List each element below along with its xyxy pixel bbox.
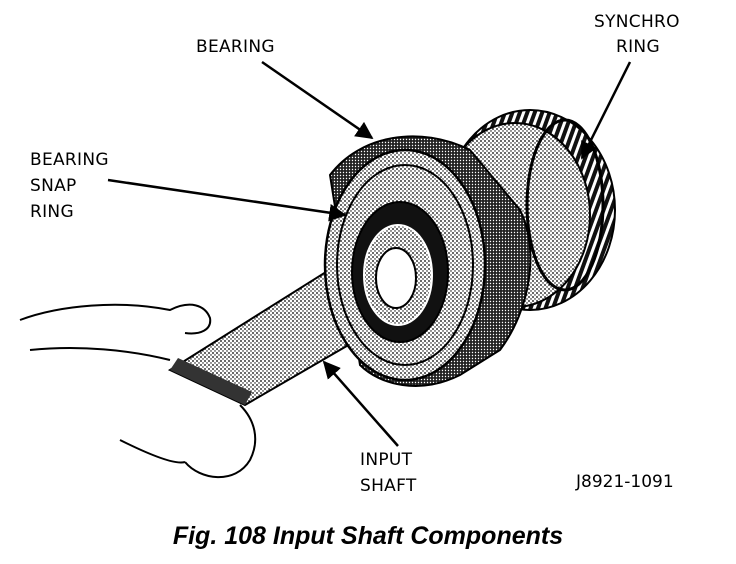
label-bearing: BEARING <box>196 37 275 57</box>
label-input-line1: INPUT <box>360 450 413 470</box>
bearing <box>323 135 532 387</box>
label-snap-line3: RING <box>30 202 74 222</box>
arrow-synchro-ring <box>580 61 632 160</box>
arrow-input-shaft <box>322 360 399 447</box>
leader-arrows <box>107 60 632 447</box>
label-snap-line1: BEARING <box>30 150 109 170</box>
hand-outline <box>19 303 257 479</box>
arrow-bearing-snap-ring <box>107 178 347 222</box>
figure-caption: Fig. 108 Input Shaft Components <box>172 522 564 550</box>
arrow-bearing <box>261 60 374 140</box>
label-synchro-line2: RING <box>616 37 660 57</box>
label-synchro-line1: SYNCHRO <box>594 12 680 32</box>
label-snap-line2: SNAP <box>30 176 77 196</box>
figure-code: J8921-1091 <box>575 472 674 492</box>
label-input-line2: SHAFT <box>360 476 417 496</box>
